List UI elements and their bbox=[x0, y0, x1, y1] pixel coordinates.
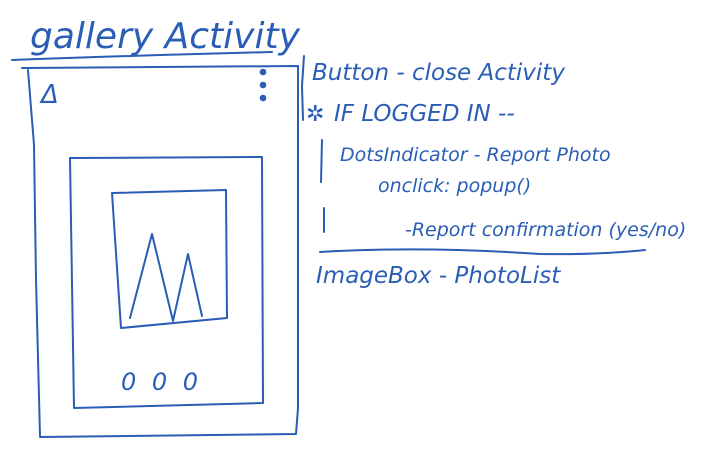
annotation-divider bbox=[301, 55, 305, 121]
note-logged-in: IF LOGGED IN -- bbox=[334, 101, 515, 127]
note-onclick: onclick: popup() bbox=[378, 175, 531, 197]
bracket-line-upper bbox=[320, 139, 323, 183]
content-box bbox=[69, 156, 264, 409]
vertical-dots-icon[interactable] bbox=[259, 68, 267, 102]
star-icon: ✲ bbox=[306, 102, 324, 127]
screen-title: gallery Activity bbox=[30, 16, 301, 57]
bracket-close-line bbox=[319, 248, 646, 256]
phone-frame-bottom bbox=[39, 407, 299, 438]
note-image-box: ImageBox - PhotoList bbox=[316, 263, 561, 289]
image-box[interactable] bbox=[111, 189, 228, 329]
note-button: Button - close Activity bbox=[312, 60, 565, 86]
note-confirmation: -Report confirmation (yes/no) bbox=[405, 219, 686, 241]
title-underline bbox=[11, 51, 273, 61]
page-indicator[interactable]: 0 0 0 bbox=[121, 368, 202, 396]
note-dots-indicator: DotsIndicator - Report Photo bbox=[340, 144, 611, 166]
phone-frame-left bbox=[27, 69, 41, 437]
back-button[interactable]: Δ bbox=[39, 80, 59, 110]
phone-frame-top bbox=[21, 65, 299, 409]
mountain-icon bbox=[129, 233, 203, 322]
